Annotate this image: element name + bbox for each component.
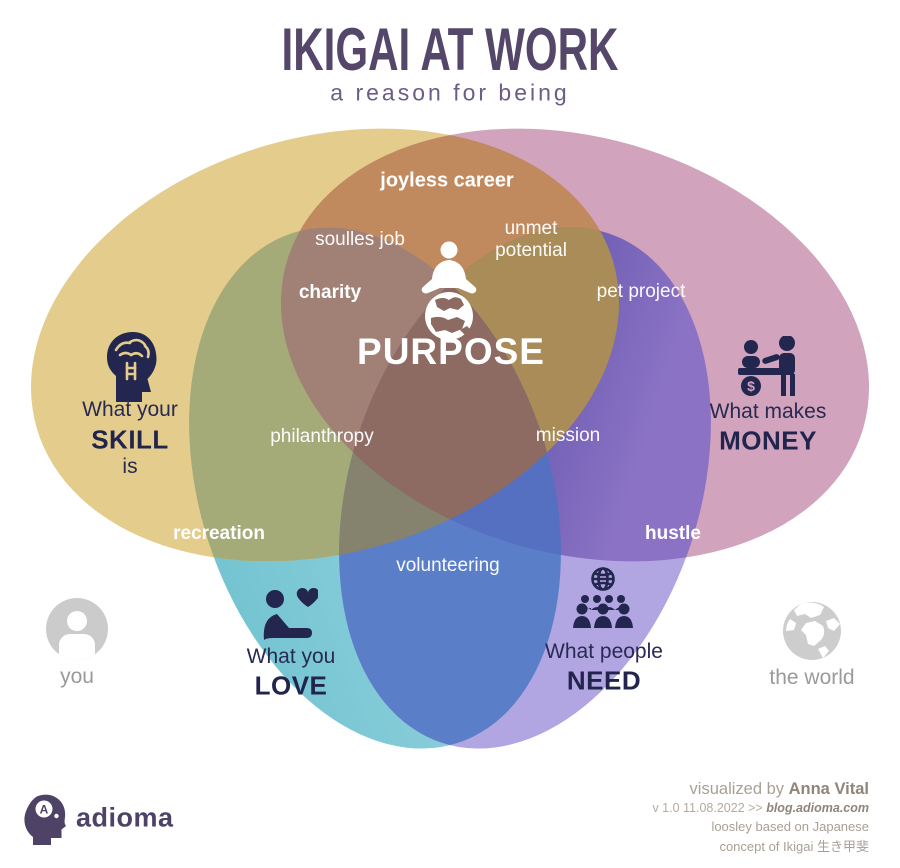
intersection-mission: mission	[535, 425, 601, 447]
page-title: IKIGAI AT WORK	[281, 16, 619, 84]
footer-version-line: v 1.0 11.08.2022 >> blog.adioma.com	[652, 801, 869, 815]
love-circle-word: LOVE	[254, 670, 328, 701]
love-circle-line1: What you	[246, 645, 336, 668]
world-globe-icon	[783, 602, 841, 660]
adioma-wordmark: adioma	[76, 802, 174, 833]
intersection-philanthropy: philanthropy	[270, 426, 374, 448]
adioma-logo-icon: A	[24, 794, 66, 845]
footer-credit: visualized by Anna Vital	[690, 780, 869, 799]
svg-text:$: $	[747, 378, 755, 394]
intersection-soulles-job: soulles job	[315, 229, 405, 251]
center-label: PURPOSE	[357, 331, 545, 372]
footer-credit-name: Anna Vital	[788, 780, 869, 798]
intersection-joyless-career: joyless career	[380, 169, 514, 192]
world-label: the world	[769, 666, 855, 689]
footer-note-line2: concept of Ikigai 生き甲斐	[719, 839, 869, 854]
skill-circle-line2: is	[122, 455, 138, 478]
footer-site-link[interactable]: blog.adioma.com	[766, 801, 869, 815]
sales-transaction-icon: $	[738, 336, 795, 396]
head-with-brain-icon	[107, 332, 157, 402]
skill-circle-word: SKILL	[91, 424, 169, 455]
footer-credit-prefix: visualized by	[689, 780, 789, 798]
intersection-hustle: hustle	[645, 523, 701, 545]
money-circle-line1: What makes	[709, 400, 827, 423]
svg-text:A: A	[40, 803, 49, 817]
intersection-volunteering: volunteering	[396, 555, 500, 577]
meditating-person-on-globe-icon	[421, 241, 477, 340]
money-circle-word: MONEY	[719, 425, 817, 456]
need-circle-line1: What people	[545, 640, 663, 663]
footer-version: v 1.0 11.08.2022 >>	[652, 801, 767, 815]
intersection-charity: charity	[298, 282, 362, 304]
intersection-recreation: recreation	[173, 523, 265, 545]
intersection-unmet-potential: unmet potential	[495, 218, 567, 261]
footer-note-line1: loosley based on Japanese	[711, 819, 869, 834]
skill-circle-line1: What your	[82, 398, 178, 421]
need-circle-word: NEED	[566, 665, 642, 696]
you-avatar-icon	[46, 598, 108, 660]
globe-over-crowd-icon	[573, 567, 633, 628]
intersection-pet-project: pet project	[596, 281, 686, 303]
you-label: you	[60, 665, 94, 688]
person-with-heart-icon	[263, 588, 318, 640]
page-subtitle: a reason for being	[330, 79, 570, 106]
